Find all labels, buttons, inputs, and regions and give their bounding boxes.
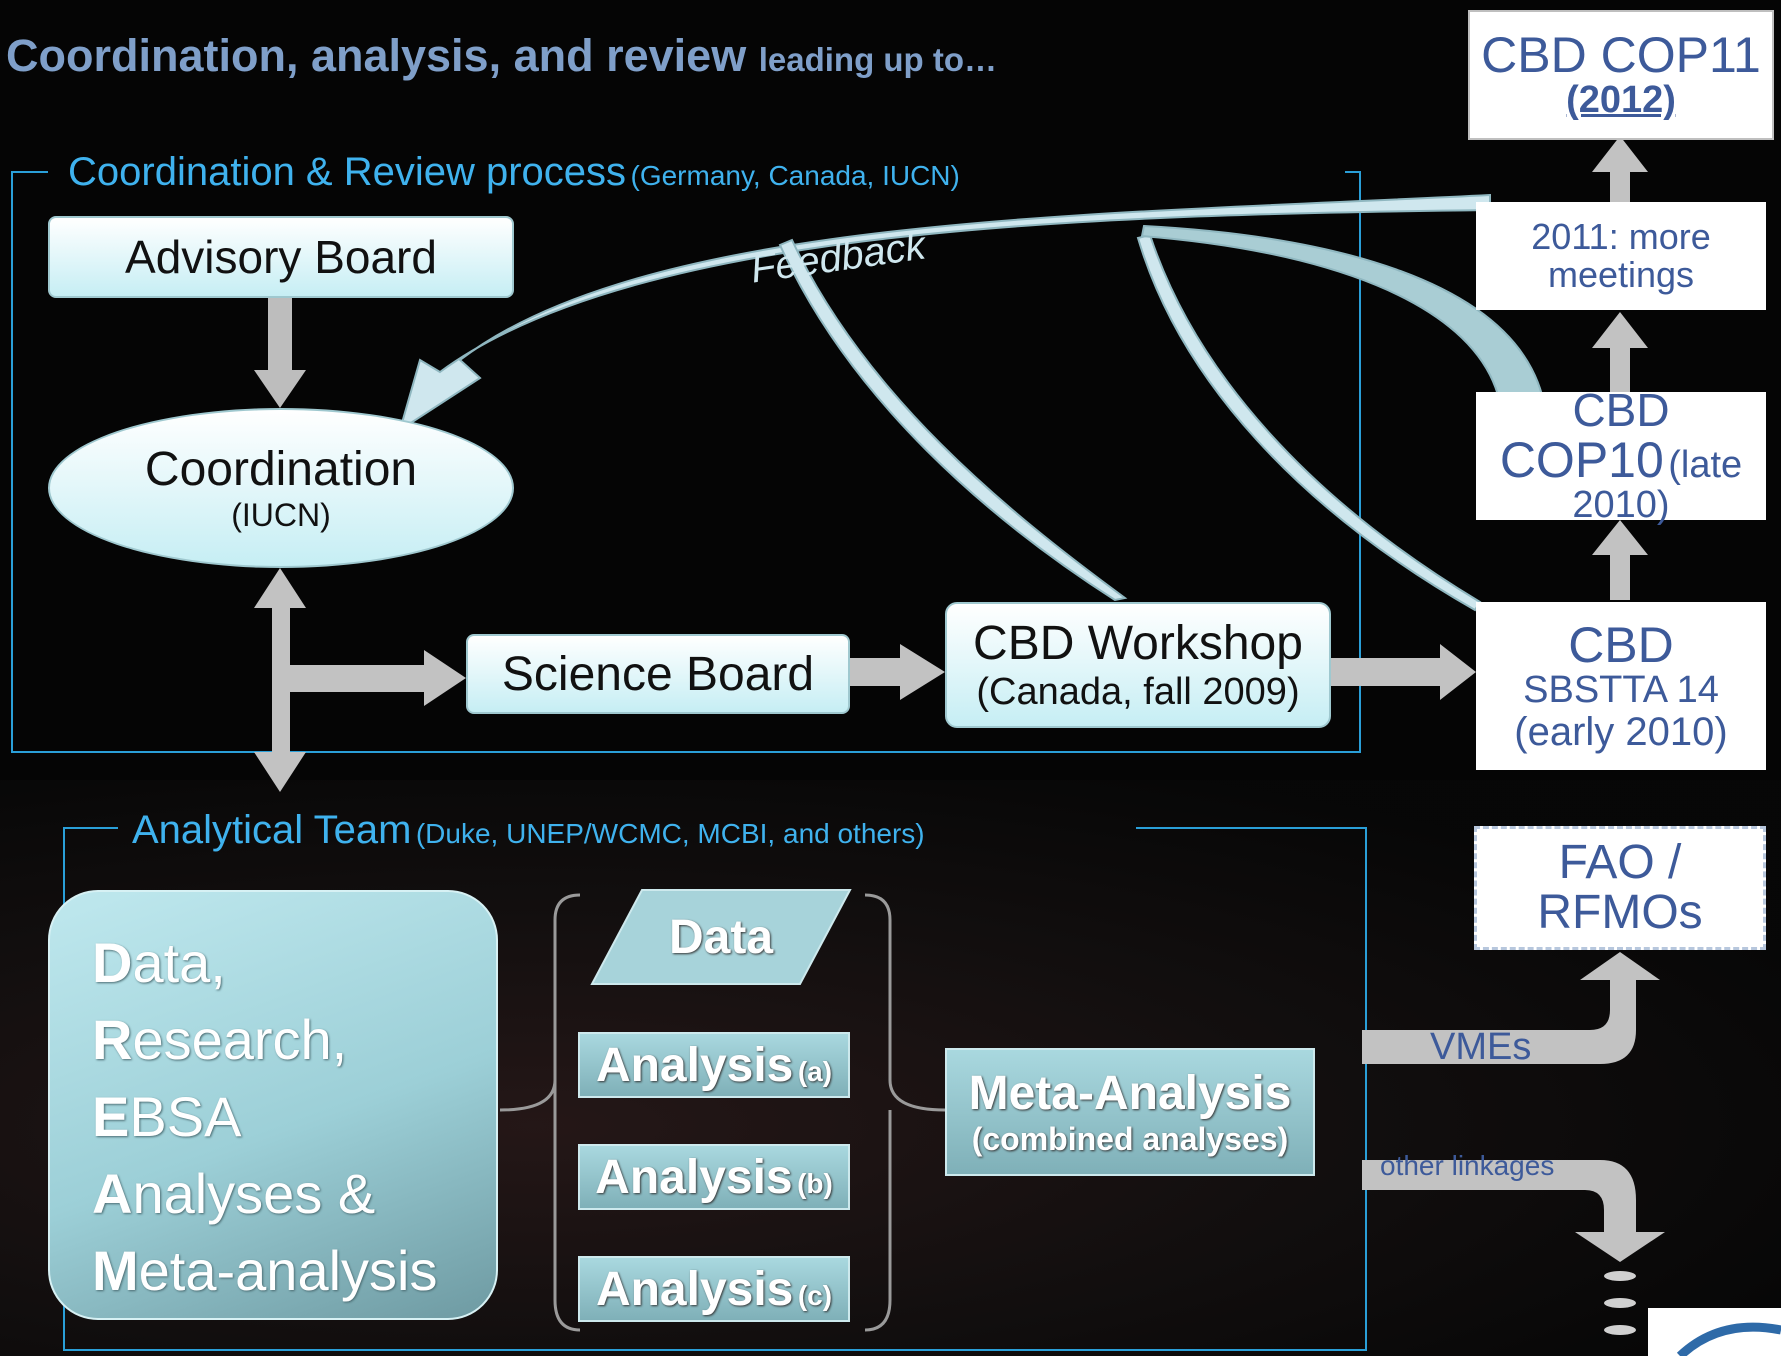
arrow-sbstta-to-cop10 xyxy=(1592,520,1648,600)
feedback-arrow xyxy=(398,193,1491,433)
other-linkages-label: other linkages xyxy=(1380,1150,1555,1181)
arrow-workshop-to-sbstta xyxy=(1330,644,1476,700)
meetings-2011-box: 2011: more meetings xyxy=(1476,202,1766,310)
arrow-to-science-board xyxy=(290,650,466,706)
arrow-cop10-to-2011 xyxy=(1592,312,1648,392)
coordination-node: Coordination (IUCN) xyxy=(48,408,514,568)
vmes-label: VMEs xyxy=(1430,1026,1532,1068)
feedback-tail-workshop xyxy=(778,238,1128,602)
arrow-2011-to-cop11 xyxy=(1592,136,1648,202)
continuation-dot xyxy=(1604,1298,1636,1308)
page-title: Coordination, analysis, and review leadi… xyxy=(6,30,998,81)
continuation-dot xyxy=(1604,1325,1636,1335)
drem-line: Meta-analysis xyxy=(92,1239,438,1302)
coord-section-label: Coordination & Review process (Germany, … xyxy=(68,150,960,194)
continuation-dot xyxy=(1604,1271,1636,1281)
cbd-cop10-box: CBD COP10 (late 2010) xyxy=(1476,385,1766,525)
science-board-box: Science Board xyxy=(466,634,850,714)
drem-box: Data, Research, EBSA Analyses & Meta-ana… xyxy=(48,890,498,1320)
drem-line: Research, xyxy=(92,1008,348,1071)
logo-mark xyxy=(1676,1322,1781,1356)
vmes-arrow xyxy=(1362,952,1660,1064)
arrow-coordination-to-analytical xyxy=(254,568,306,792)
cbd-cop11-box: CBD COP11 (2012) xyxy=(1468,10,1774,140)
drem-line: EBSA xyxy=(92,1085,242,1148)
arrow-advisory-to-coordination xyxy=(254,296,306,408)
arrow-science-to-workshop xyxy=(850,644,945,700)
brace-left xyxy=(499,893,581,1332)
advisory-board-box: Advisory Board xyxy=(48,216,514,298)
coord-section-frame xyxy=(11,171,1361,753)
meta-analysis-box: Meta-Analysis (combined analyses) xyxy=(945,1048,1315,1176)
analysis-box-c: Analysis (c) xyxy=(578,1256,850,1322)
data-label: Data xyxy=(668,910,774,964)
analytical-section-label: Analytical Team (Duke, UNEP/WCMC, MCBI, … xyxy=(132,808,925,852)
feedback-tail-cop10 xyxy=(1140,224,1544,396)
brace-right xyxy=(864,893,946,1332)
cbd-workshop-box: CBD Workshop (Canada, fall 2009) xyxy=(945,602,1331,728)
drem-line: Analyses & xyxy=(92,1162,376,1225)
analysis-box-b: Analysis (b) xyxy=(578,1144,850,1210)
drem-line: Data, xyxy=(92,931,226,994)
analysis-box-a: Analysis (a) xyxy=(578,1032,850,1098)
other-linkages-arrow xyxy=(1362,1160,1665,1262)
cbd-sbstta-box: CBD SBSTTA 14 (early 2010) xyxy=(1476,602,1766,770)
analytical-section-frame xyxy=(63,827,1367,1351)
data-shape xyxy=(590,889,852,985)
fao-rfmos-box: FAO / RFMOs xyxy=(1474,826,1766,950)
